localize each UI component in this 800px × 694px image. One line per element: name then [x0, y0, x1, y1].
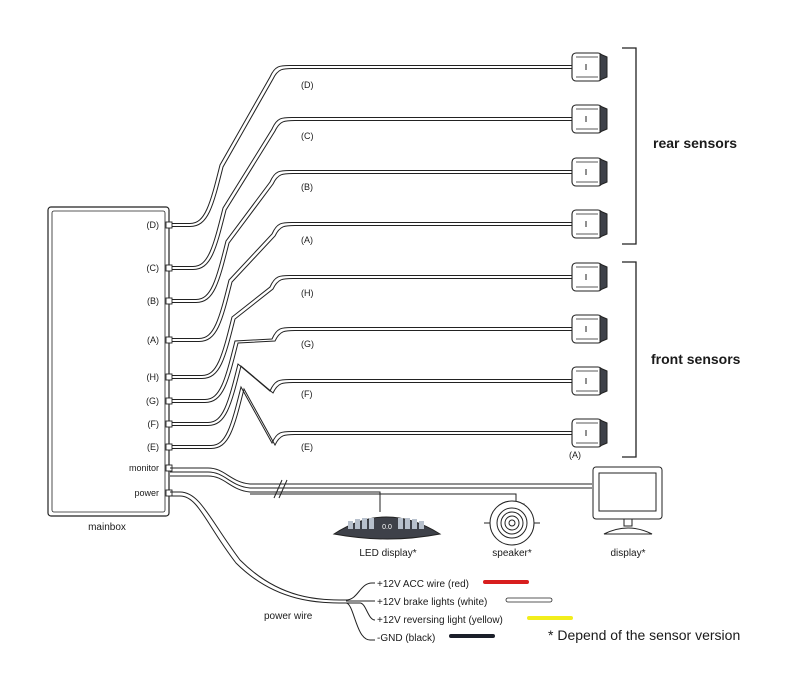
wire-label: (A): [301, 235, 313, 245]
port-label: (C): [147, 263, 160, 273]
port-connector: [165, 373, 173, 381]
lead-acc-swatch: [483, 580, 529, 584]
sensor-wire: [172, 170, 572, 300]
lead-reversing-swatch: [527, 616, 573, 620]
parking-sensor: [571, 418, 608, 448]
power-leads: +12V ACC wire (red) +12V brake lights (w…: [377, 579, 573, 644]
port-label: (G): [146, 396, 159, 406]
sensor-wire: [172, 225, 572, 342]
footnote: * Depend of the sensor version: [548, 627, 740, 643]
port-label: power: [134, 488, 159, 498]
port-connector: [165, 397, 173, 405]
parking-sensor: [571, 209, 608, 239]
sensor-wire: [172, 330, 572, 403]
port-connector: [165, 489, 173, 497]
wire-break-mark: [273, 479, 288, 499]
parking-sensor: [571, 157, 608, 187]
sensor-wire: [172, 385, 572, 446]
mainbox: [47, 206, 170, 517]
port-label: monitor: [129, 463, 159, 473]
display-monitor: [592, 466, 663, 535]
sensor-wire: [172, 117, 572, 267]
parking-sensor: [571, 104, 608, 134]
sensor-wire: [172, 278, 572, 379]
speaker: [484, 500, 540, 546]
port-connector: [165, 264, 173, 272]
sensor-wire: [172, 173, 572, 303]
lead-brake-swatch: [505, 597, 553, 603]
wire-label: (E): [301, 442, 313, 452]
rear-sensors-label: rear sensors: [653, 135, 737, 151]
port-connector: [165, 297, 173, 305]
port-label: (D): [147, 220, 160, 230]
display-label: display*: [610, 548, 645, 559]
power-wire-label: power wire: [264, 611, 313, 622]
parking-sensor: [571, 366, 608, 396]
port-connector: [165, 336, 173, 344]
sensor-wire: [172, 387, 572, 449]
lead-acc-label: +12V ACC wire (red): [377, 579, 469, 590]
wire-label: (H): [301, 288, 314, 298]
sensor-wire: [172, 65, 572, 224]
rear-bracket: [622, 47, 637, 245]
port-connector: [165, 420, 173, 428]
speaker-label: speaker*: [492, 548, 532, 559]
sensor-wire: [172, 68, 572, 227]
port-connector: [165, 443, 173, 451]
led-display-label: LED display*: [359, 548, 416, 559]
port-label: (B): [147, 296, 159, 306]
sensor-wire: [172, 222, 572, 339]
front-sensor-tag: (A): [569, 450, 581, 460]
lead-gnd-label: -GND (black): [377, 633, 435, 644]
led-readout: 0.0: [382, 524, 392, 531]
sensor-wire: [172, 120, 572, 270]
wire-label: (F): [301, 389, 313, 399]
lead-gnd-swatch: [449, 634, 495, 638]
mainbox-label: mainbox: [88, 522, 126, 533]
sensor-wire: [172, 363, 572, 423]
parking-sensor: [571, 262, 608, 292]
sensor-wire: [172, 327, 572, 400]
lead-reversing-label: +12V reversing light (yellow): [377, 615, 503, 626]
sensor-wire: [172, 275, 572, 376]
port-connector: [165, 221, 173, 229]
port-label: (E): [147, 442, 159, 452]
wire-label: (C): [301, 131, 314, 141]
parking-sensor: [571, 314, 608, 344]
front-sensors-label: front sensors: [651, 351, 741, 367]
port-label: (F): [148, 419, 160, 429]
port-label: (A): [147, 335, 159, 345]
sensor-wire: [172, 365, 572, 426]
parking-sensor: [571, 52, 608, 82]
front-bracket: [622, 261, 637, 458]
led-display: 0.0: [332, 516, 442, 540]
wire-label: (B): [301, 182, 313, 192]
wire-label: (D): [301, 80, 314, 90]
lead-brake-label: +12V brake lights (white): [377, 597, 487, 608]
port-label: (H): [147, 372, 160, 382]
wire-label: (G): [301, 339, 314, 349]
